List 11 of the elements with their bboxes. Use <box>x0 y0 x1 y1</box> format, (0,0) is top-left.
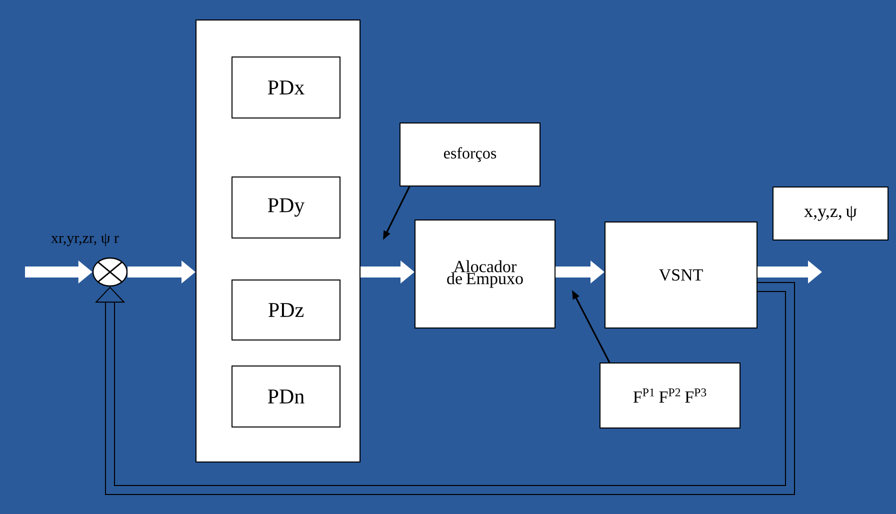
controller-block: PDz <box>232 280 340 340</box>
text-box: x,y,z, ψ <box>772 186 889 240</box>
process-box: Alocador de Empuxo <box>414 220 556 328</box>
feedback-arrow <box>94 282 795 495</box>
input-label: xr,yr,zr, ψ r <box>51 234 119 246</box>
controller-block: PDx <box>232 56 340 118</box>
process-box: VSNT <box>604 222 758 328</box>
text-box: esforços <box>400 122 540 186</box>
text-box: F$^{P1}$ F$^{P2}$ F$^{P3}$ <box>600 362 740 428</box>
controller-block: PDy <box>232 176 340 238</box>
controller-block: PDn <box>232 366 340 428</box>
